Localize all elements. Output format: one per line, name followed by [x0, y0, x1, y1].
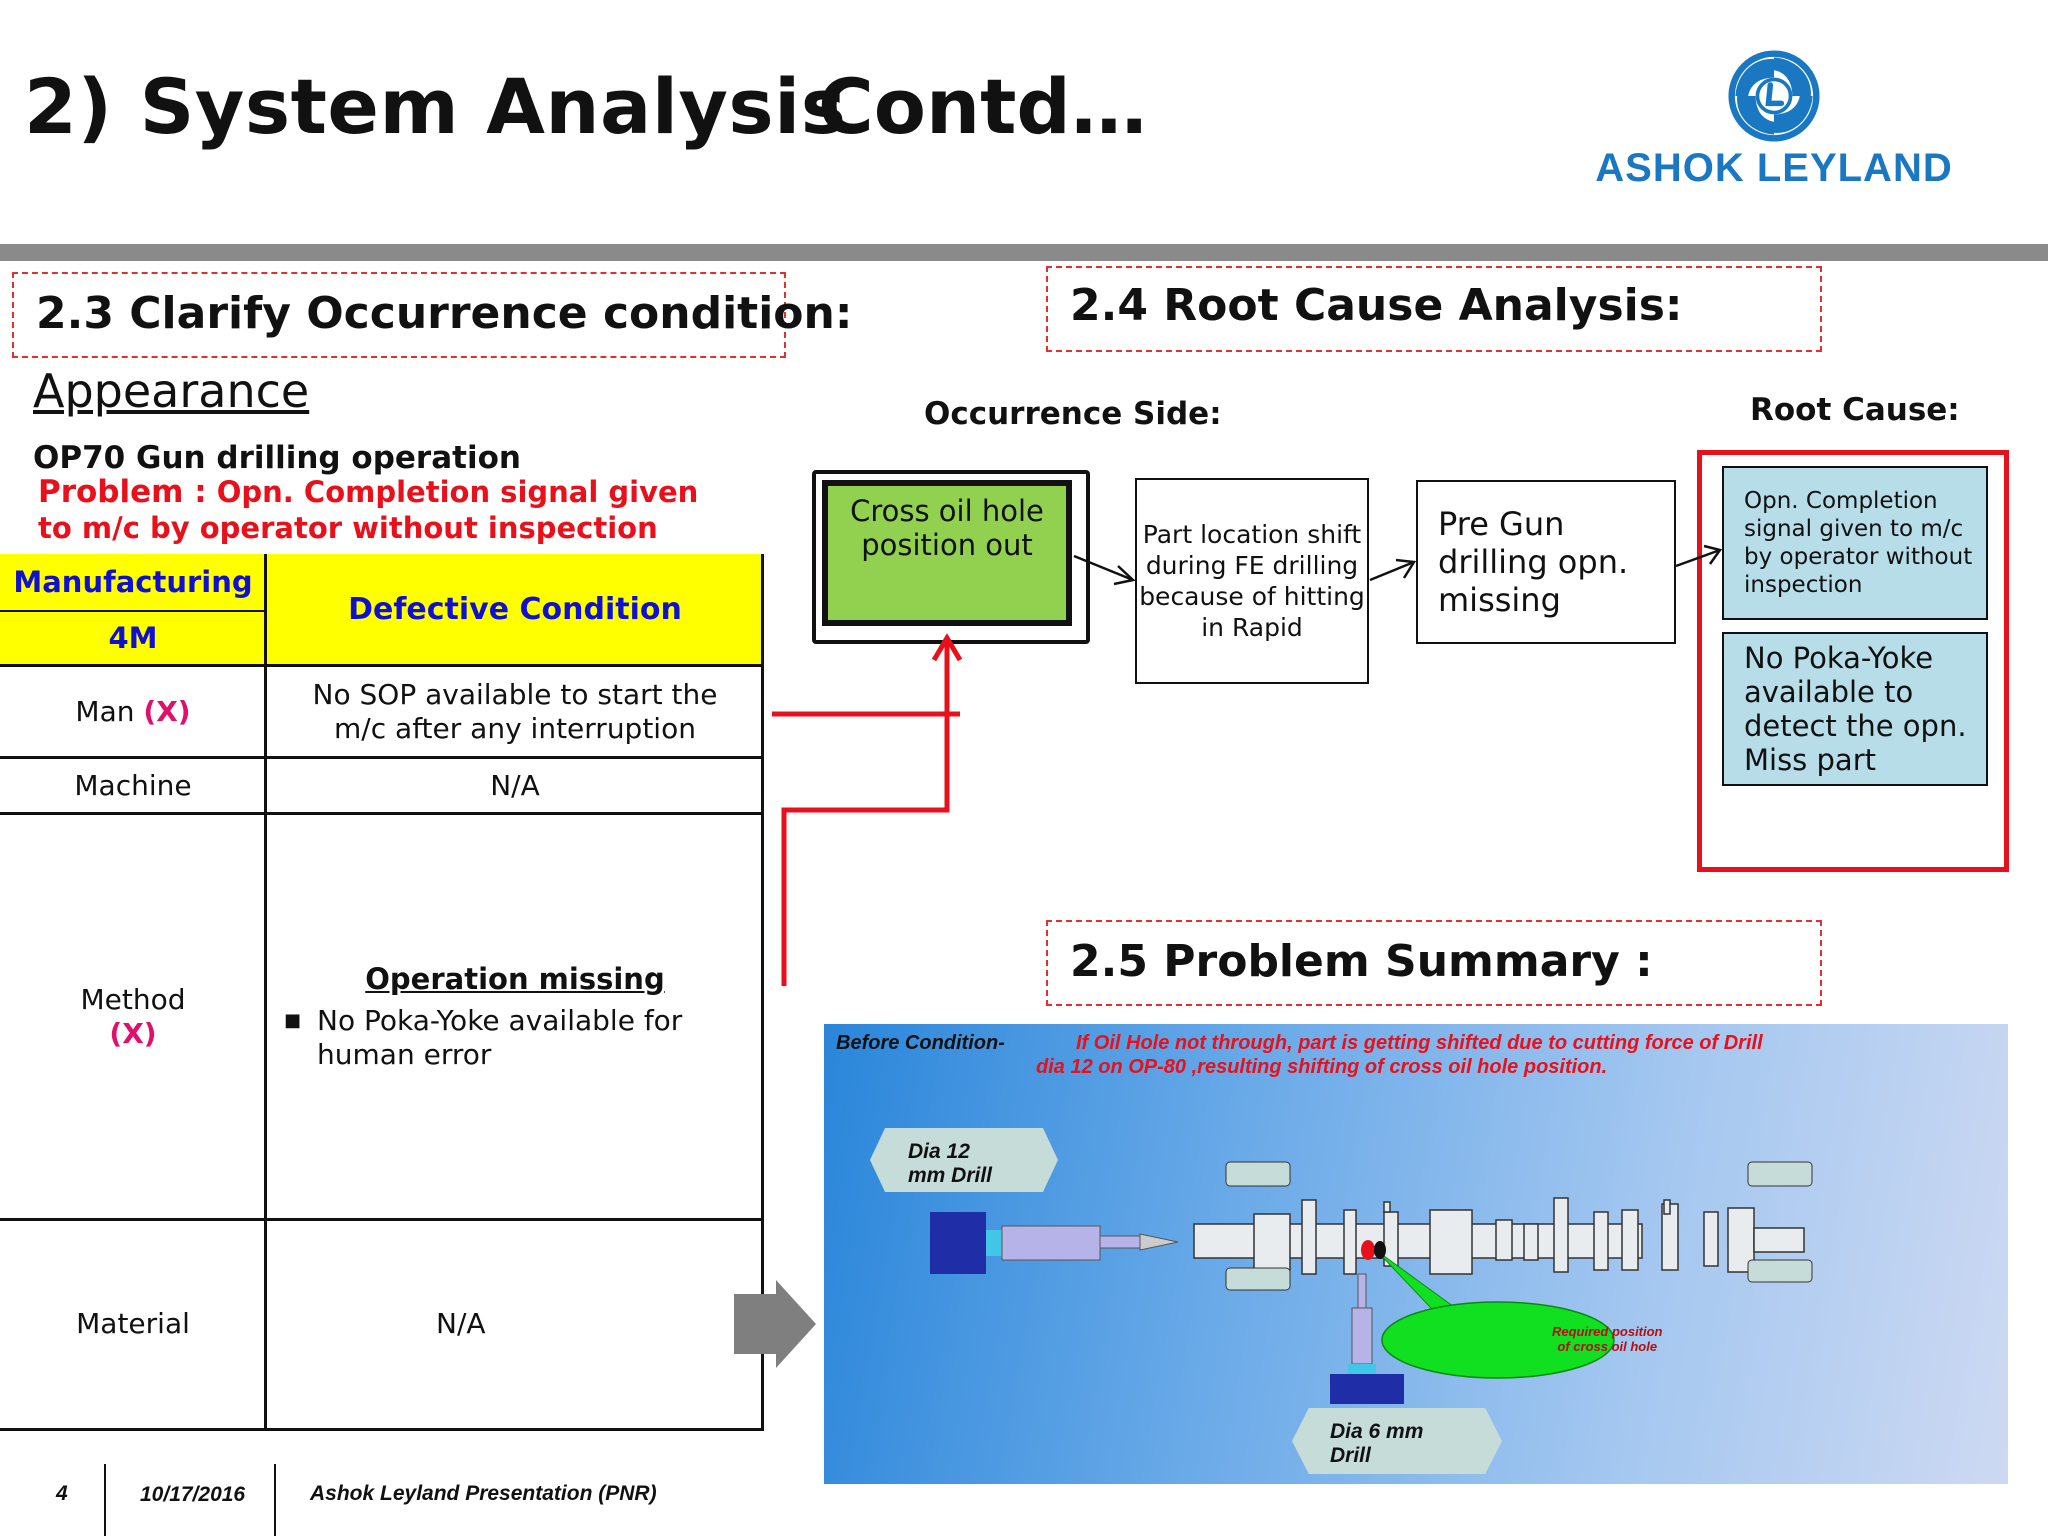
root-cause-pokayoke-box: No Poka-Yoke available to detect the opn… [1722, 632, 1988, 786]
table-line [0, 756, 764, 759]
gray-arrow-icon [734, 1280, 816, 1368]
man-text: Man [75, 695, 135, 728]
row-material-label: Material [76, 1307, 190, 1340]
required-line-1: Required position [1552, 1324, 1663, 1339]
drill-12-line-1: Dia 12 [908, 1140, 970, 1163]
header-defective-condition: Defective Condition [266, 554, 764, 666]
part-location-shift-box: Part location shift during FE drilling b… [1135, 478, 1369, 684]
red-arrow-head-icon [931, 633, 963, 662]
problem-line-1: Opn. Completion signal given [216, 475, 699, 509]
method-condition-title: Operation missing [365, 962, 665, 996]
occurrence-side-label: Occurrence Side: [924, 396, 1222, 432]
drill-6-label: Dia 6 mm Drill [1292, 1408, 1502, 1474]
ashok-leyland-logo-icon [1728, 50, 1820, 142]
footer-separator [274, 1464, 276, 1536]
footer-separator [104, 1464, 106, 1536]
heading-root-cause-analysis: 2.4 Root Cause Analysis: [1046, 266, 1822, 352]
drill-12-line-2: mm Drill [908, 1164, 993, 1187]
problem-label: Problem : [38, 474, 207, 510]
row-material-condition: N/A [436, 1307, 486, 1340]
required-line-2: of cross oil hole [1557, 1339, 1658, 1354]
slide-title-contd: Contd… [818, 62, 1147, 151]
table-line [0, 664, 764, 667]
heading-problem-summary-text: 2.5 Problem Summary : [1070, 936, 1653, 987]
header-manufacturing: Manufacturing [0, 554, 266, 610]
drill-6-line-2: Drill [1330, 1444, 1371, 1467]
before-condition-label: Before Condition- [836, 1032, 1005, 1054]
slide-title: 2) System Analysis [24, 62, 847, 151]
operation-label: OP70 Gun drilling operation [33, 440, 521, 476]
table-line [264, 554, 267, 1431]
cross-oil-hole-box: Cross oil hole position out [822, 480, 1072, 626]
required-position-text: Required position of cross oil hole [1552, 1324, 1663, 1354]
red-connector-method [781, 642, 950, 986]
footer-date: 10/17/2016 [140, 1483, 246, 1506]
heading-problem-summary: 2.5 Problem Summary : [1046, 920, 1822, 1006]
root-cause-label: Root Cause: [1750, 392, 1960, 428]
table-line [0, 1218, 764, 1221]
table-line [0, 1428, 764, 1431]
heading-clarify-occurrence: 2.3 Clarify Occurrence condition: [12, 272, 852, 358]
hole-marker-red [1361, 1240, 1375, 1260]
row-man-condition: No SOP available to start the m/c after … [312, 678, 718, 745]
logo-wordmark: ASHOK LEYLAND [1595, 146, 1953, 190]
header-4m: 4M [0, 610, 266, 666]
root-cause-signal-box: Opn. Completion signal given to m/c by o… [1722, 466, 1988, 620]
heading-root-cause-analysis-text: 2.4 Root Cause Analysis: [1070, 280, 1683, 331]
bullet-square-icon: ■ [284, 1010, 302, 1031]
drill-12-label: Dia 12 mm Drill [870, 1128, 1058, 1192]
before-condition-text-1: If Oil Hole not through, part is getting… [1076, 1032, 1763, 1054]
four-m-table: Manufacturing 4M Defective Condition Man… [0, 554, 764, 1432]
arrow-box1-to-box2 [1073, 554, 1134, 582]
arrow-box2-to-box3 [1369, 560, 1415, 582]
header-rule [0, 244, 2048, 261]
row-machine-condition: N/A [490, 769, 540, 802]
appearance-label: Appearance [33, 364, 310, 418]
table-line [761, 554, 764, 1431]
drill-6-chuck-icon [1330, 1374, 1404, 1404]
method-bullet-text: No Poka-Yoke available for human error [317, 1004, 683, 1071]
required-position-callout [1381, 1301, 1615, 1379]
table-line [0, 610, 266, 612]
camshaft-drawing [930, 1161, 1813, 1404]
row-machine-label: Machine [74, 769, 192, 802]
footer-page-number: 4 [56, 1482, 68, 1505]
arrow-head-icon [1395, 558, 1417, 579]
method-mark: (X) [109, 1017, 157, 1050]
drill-12-chuck-icon [930, 1212, 986, 1274]
hole-marker-black [1374, 1241, 1386, 1259]
drill-6-line-1: Dia 6 mm [1330, 1420, 1424, 1443]
method-bullet-item: ■ No Poka-Yoke available for human error [266, 1004, 764, 1072]
problem-statement: Problem : Opn. Completion signal given t… [38, 474, 698, 546]
row-man-label: Man (X) [0, 666, 266, 758]
arrow-head-icon [1113, 565, 1136, 586]
table-line [0, 812, 764, 815]
arrow-head-icon [1703, 544, 1723, 565]
arrow-box3-to-root [1675, 548, 1721, 568]
heading-clarify-occurrence-text: 2.3 Clarify Occurrence condition: [36, 288, 853, 339]
problem-line-2: to m/c by operator without inspection [38, 511, 658, 545]
footer-presentation: Ashok Leyland Presentation (PNR) [310, 1482, 657, 1505]
man-mark: (X) [143, 695, 191, 728]
row-method-condition: Operation missing ■ No Poka-Yoke availab… [266, 814, 764, 1220]
method-text: Method [80, 983, 186, 1016]
root-cause-frame [1697, 450, 2009, 872]
row-method-label: Method (X) [0, 814, 266, 1220]
before-condition-text-2: dia 12 on OP-80 ,resulting shifting of c… [1036, 1056, 1608, 1078]
pre-gun-drilling-box: Pre Gun drilling opn. missing [1416, 480, 1676, 644]
